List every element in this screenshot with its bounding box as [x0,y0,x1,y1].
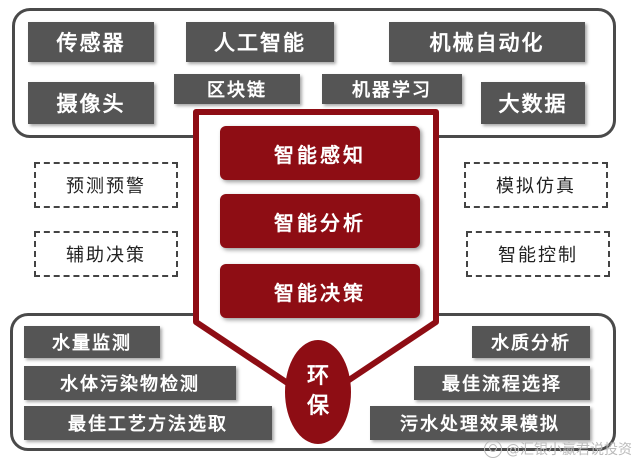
node-water-quantity-monitoring: 水量监测 [24,326,160,358]
node-camera: 摄像头 [28,82,154,124]
node-mechanical-automation: 机械自动化 [389,22,585,62]
node-intelligent-perception: 智能感知 [220,126,420,180]
eco-label-1: 环 [306,364,329,389]
watermark: @汇银小赢君说投资 [484,439,632,459]
node-ai: 人工智能 [186,22,334,62]
node-decision-support: 辅助决策 [34,231,178,277]
node-intelligent-analysis: 智能分析 [220,194,420,248]
node-water-pollutant-detection: 水体污染物检测 [24,366,236,400]
node-big-data: 大数据 [481,82,585,124]
eco-circle [285,340,351,444]
watermark-icon [484,440,502,458]
node-best-process-selection: 最佳工艺方法选取 [24,406,272,440]
node-water-quality-analysis: 水质分析 [472,326,590,358]
node-intelligent-control: 智能控制 [466,231,610,277]
node-machine-learning: 机器学习 [322,74,462,104]
node-simulation: 模拟仿真 [464,162,608,208]
node-treatment-effect-simulation: 污水处理效果模拟 [370,406,590,440]
node-sensor: 传感器 [28,22,154,62]
node-prediction-warning: 预测预警 [34,162,178,208]
node-blockchain: 区块链 [174,74,300,104]
node-best-flow-selection: 最佳流程选择 [414,366,590,400]
eco-label-2: 保 [306,394,329,419]
watermark-text: @汇银小赢君说投资 [506,442,632,458]
node-intelligent-decision: 智能决策 [220,264,420,318]
